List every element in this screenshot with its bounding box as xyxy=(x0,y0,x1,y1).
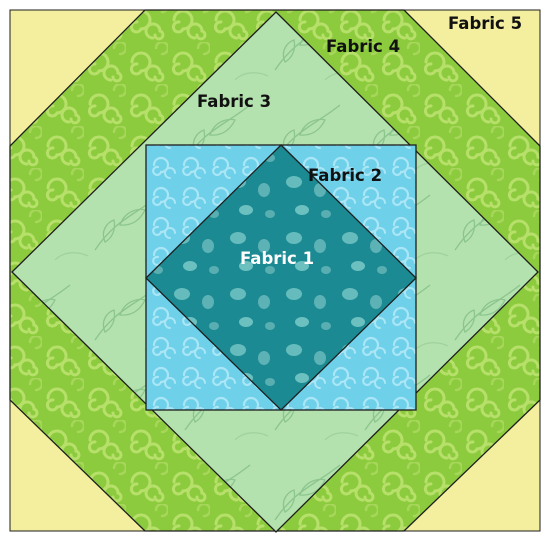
label-fabric-1: Fabric 1 xyxy=(240,249,314,268)
label-fabric-2: Fabric 2 xyxy=(308,166,382,185)
label-fabric-4: Fabric 4 xyxy=(326,37,400,56)
label-fabric-3: Fabric 3 xyxy=(197,92,271,111)
label-fabric-5: Fabric 5 xyxy=(448,14,522,33)
